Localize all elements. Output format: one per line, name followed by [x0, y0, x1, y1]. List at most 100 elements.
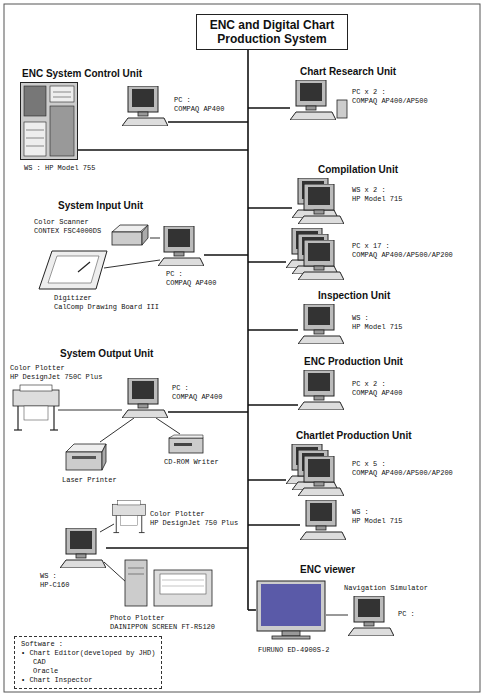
equipment-label: COMPAQ AP400 [174, 105, 224, 114]
network-branch [248, 329, 298, 331]
device-cable [100, 418, 134, 442]
device-cable [326, 615, 348, 616]
workstation-icon [298, 304, 344, 344]
workstation-icon [300, 500, 346, 540]
equipment-label: CONTEX FSC4000DS [34, 227, 101, 236]
cd-rom-writer [169, 435, 203, 453]
equipment-label: HP DesignJet 750 Plus [150, 519, 238, 528]
software-item: CAD [21, 658, 155, 667]
device-cable [104, 562, 126, 582]
equipment-label: PC : [174, 96, 191, 105]
equipment-label: Photo Plotter [110, 614, 165, 623]
title-box: ENC and Digital Chart Production System [196, 14, 348, 50]
equipment-label: HP Model 715 [352, 195, 402, 204]
equipment-label: Color Scanner [34, 218, 89, 227]
equipment-label: COMPAQ AP400 [352, 389, 402, 398]
pc-icon [290, 80, 336, 120]
equipment-label: PC x 2 : [352, 380, 386, 389]
equipment-label: HP Model 715 [352, 517, 402, 526]
equipment-label: Color Plotter [10, 364, 65, 373]
device-cable [156, 418, 180, 434]
enc-viewer-monitor [257, 581, 325, 639]
unit-heading: Chartlet Production Unit [296, 430, 412, 442]
equipment-label: WS : [352, 508, 369, 517]
diagram-title: ENC and Digital Chart Production System [203, 18, 341, 46]
equipment-label: CalComp Drawing Board III [54, 303, 159, 312]
digitizer [39, 251, 107, 289]
network-branch [168, 411, 248, 413]
equipment-label: FURUNO ED-4900S-2 [258, 646, 329, 655]
equipment-label: CD-ROM Writer [164, 458, 219, 467]
network-branch [78, 149, 248, 151]
box-heading: Software : [21, 640, 155, 649]
color-plotter [113, 501, 146, 533]
equipment-label: COMPAQ AP400/AP500 [352, 97, 428, 106]
unit-heading: ENC Production Unit [304, 356, 403, 368]
equipment-label: PC x 2 : [352, 88, 386, 97]
laser-printer [66, 444, 106, 470]
pc-icon [348, 596, 394, 636]
equipment-label: HP DesignJet 750C Plus [10, 373, 102, 382]
pc-icon [122, 86, 168, 126]
software-box: Software :• Chart Editor(developed by JH… [14, 636, 162, 689]
color-plotter [13, 385, 59, 430]
software-item: • Chart Editor(developed by JHD) [21, 649, 155, 658]
equipment-label: Navigation Simulator [344, 584, 428, 593]
device-cable [58, 410, 122, 411]
unit-heading: ENC viewer [300, 564, 355, 576]
network-branch [248, 479, 286, 481]
equipment-label: PC x 5 : [352, 460, 386, 469]
pc-icon [158, 226, 204, 266]
unit-heading: System Input Unit [58, 200, 143, 212]
pc-tower [337, 100, 347, 118]
equipment-label: PC : [172, 384, 189, 393]
network-branch [248, 609, 256, 611]
equipment-label: COMPAQ AP400 [166, 279, 216, 288]
equipment-label: PC : [398, 610, 415, 619]
equipment-label: WS : [40, 572, 57, 581]
device-cable [100, 524, 114, 532]
equipment-label: HP Model 715 [352, 323, 402, 332]
network-branch [248, 107, 290, 109]
equipment-label: HP-C160 [40, 581, 69, 590]
equipment-label: Laser Printer [62, 476, 117, 485]
unit-heading: Compilation Unit [318, 164, 398, 176]
unit-heading: ENC System Control Unit [22, 68, 142, 80]
equipment-label: COMPAQ AP400/AP500/AP200 [352, 469, 453, 478]
unit-heading: Chart Research Unit [300, 66, 396, 78]
photo-plotter [125, 560, 212, 606]
unit-heading: System Output Unit [60, 348, 153, 360]
network-branch [168, 121, 248, 123]
equipment-label: WS : HP Model 755 [24, 164, 95, 173]
equipment-label: COMPAQ AP400/AP500/AP200 [352, 251, 453, 260]
unit-heading: Inspection Unit [318, 290, 390, 302]
workstation-icon [60, 528, 106, 568]
equipment-label: WS : [352, 314, 369, 323]
workstation-rack [21, 83, 78, 160]
software-item: • Chart Inspector [21, 676, 155, 685]
pc-icon [298, 240, 344, 280]
equipment-label: PC x 17 : [352, 242, 390, 251]
device-cable [150, 238, 160, 239]
network-branch [248, 261, 286, 263]
equipment-label: DAINIPPON SCREEN FT-R5120 [110, 623, 215, 632]
color-scanner [112, 225, 148, 245]
pc-icon [122, 378, 168, 418]
pc-icon [298, 370, 344, 410]
pc-icon [298, 456, 344, 496]
software-item: Oracle [21, 667, 155, 676]
equipment-label: COMPAQ AP400 [172, 393, 222, 402]
device-cable [104, 260, 160, 268]
workstation-icon [298, 184, 344, 224]
network-branch [204, 254, 248, 256]
equipment-label: WS x 2 : [352, 186, 386, 195]
page-frame [4, 4, 480, 692]
network-branch [106, 547, 248, 549]
equipment-label: Digitizer [54, 294, 92, 303]
network-branch [248, 404, 298, 406]
equipment-label: Color Plotter [150, 510, 205, 519]
network-branch [248, 207, 292, 209]
equipment-label: PC : [166, 270, 183, 279]
network-branch [248, 524, 300, 526]
